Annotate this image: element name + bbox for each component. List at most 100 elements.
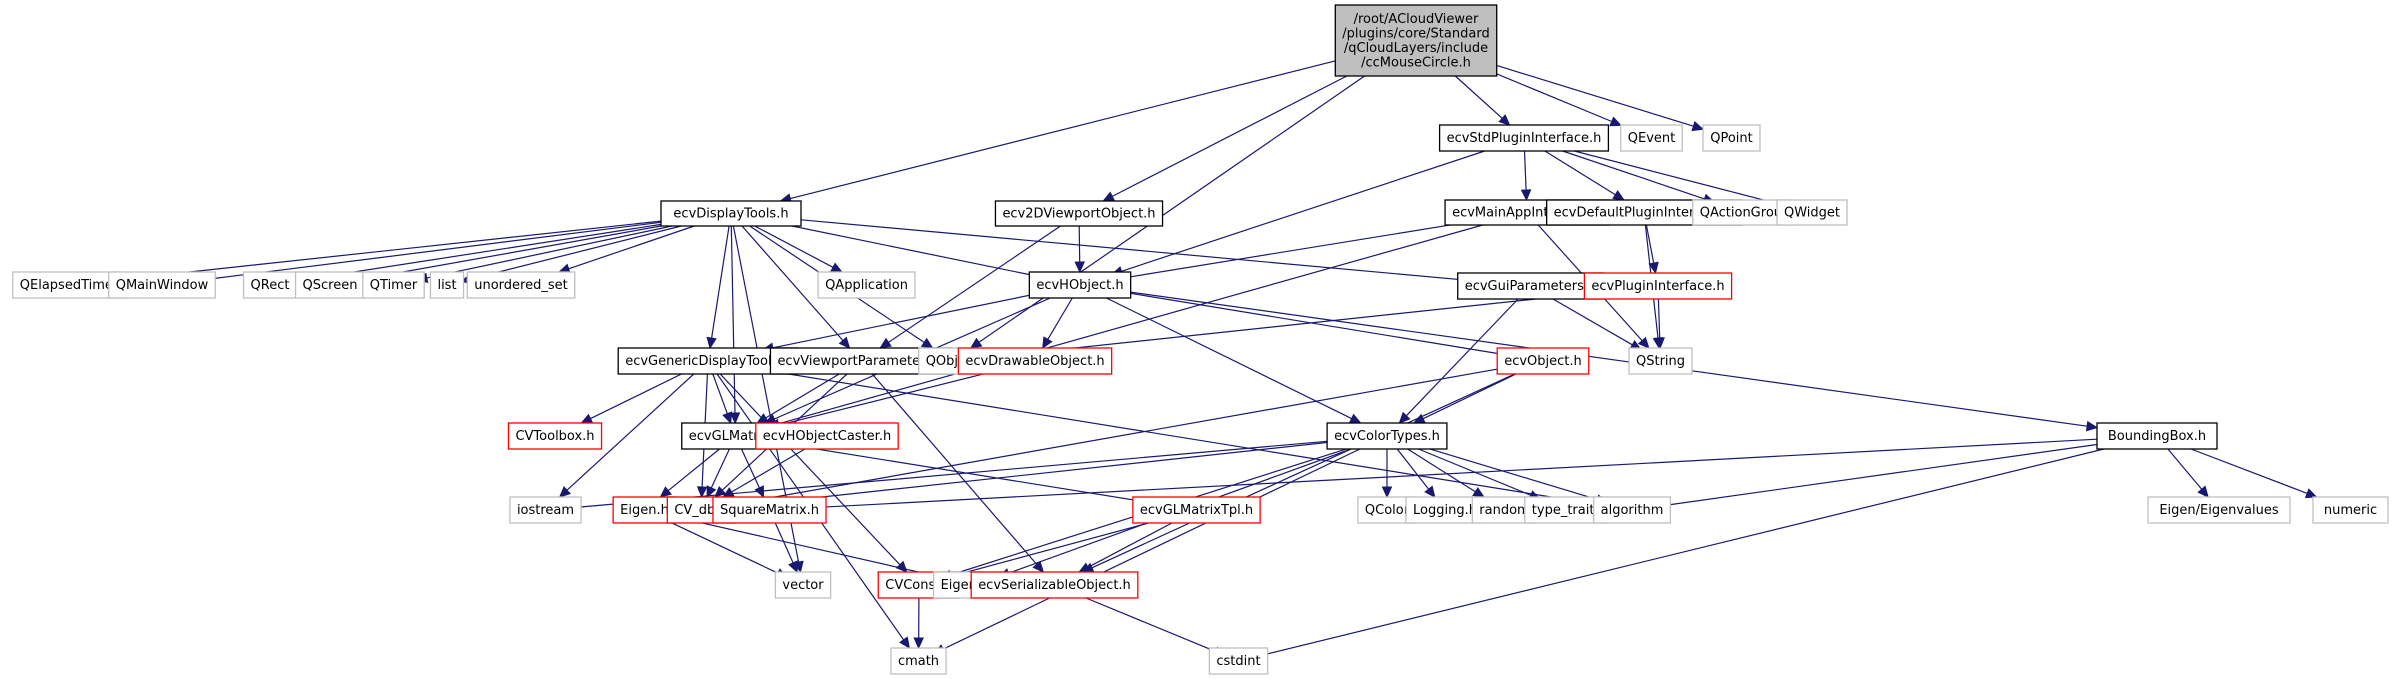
arrowhead-root-to-ecv2DViewportObject — [1102, 191, 1116, 202]
edge-root-to-ecvStdPluginInterface — [1454, 75, 1503, 119]
node-ecvDisplayTools[interactable]: ecvDisplayTools.h — [660, 200, 802, 227]
edge-ecvDisplayTools-to-ecvViewportParameters — [741, 225, 844, 341]
node-QScreen: QScreen — [294, 271, 366, 299]
edge-ecvDisplayTools-to-ecvGuiParameters — [800, 219, 1479, 282]
arrowhead-ecvColorTypes-to-random — [1472, 486, 1485, 498]
edge-root-to-ecv2DViewportObject — [1111, 75, 1348, 197]
node-QTimer: QTimer — [362, 271, 425, 299]
arrowhead-ecvGenericDisplayTools-to-CVConst — [895, 560, 908, 573]
node-box-QMainWindow — [108, 271, 216, 299]
node-ecvDrawableObject[interactable]: ecvDrawableObject.h — [957, 347, 1113, 375]
node-box-EigenEigenvalues — [2147, 496, 2291, 524]
arrowhead-ecvPluginInterface-to-QString — [1654, 337, 1665, 350]
arrowhead-ecvGenericDisplayTools-to-cmath — [899, 636, 911, 650]
node-ecvPluginInterface[interactable]: ecvPluginInterface.h — [1583, 272, 1733, 300]
edge-root-to-QPoint — [1488, 62, 1694, 127]
arrowhead-ecvGenericDisplayTools-to-CV_db — [696, 486, 708, 499]
arrowhead-ecvHObject-to-BoundingBox — [2085, 420, 2099, 432]
arrowhead-ecvMainAppInterface-to-QString — [1637, 336, 1650, 349]
node-label-iostream: iostream — [517, 503, 574, 518]
node-box-QTimer — [362, 271, 425, 299]
node-box-numeric — [2312, 496, 2389, 524]
arrowhead-ecvDisplayTools-to-ecvViewportParameters — [838, 336, 851, 349]
arrowhead-ecvHObject-to-ecvDrawableObject — [1042, 336, 1053, 350]
node-box-Logging — [1405, 496, 1485, 524]
node-label-QString: QString — [1636, 354, 1685, 369]
node-box-QScreen — [294, 271, 366, 299]
node-label-ecvViewportParameters: ecvViewportParameters.h — [777, 354, 944, 369]
node-label-ecvDisplayTools: ecvDisplayTools.h — [673, 207, 788, 222]
node-label-type_traits: type_traits — [1532, 503, 1602, 518]
arrowhead-ecvGuiParameters-to-ecvColorTypes — [1398, 411, 1411, 424]
node-ecvObject[interactable]: ecvObject.h — [1496, 347, 1590, 375]
node-QWidget: QWidget — [1776, 199, 1848, 226]
node-root[interactable]: /root/ACloudViewer/plugins/core/Standard… — [1334, 4, 1498, 77]
arrowhead-ecvColorTypes-to-QColor — [1381, 486, 1393, 499]
node-box-list — [429, 271, 465, 299]
edge-ecvDisplayTools-to-QApplication — [754, 225, 834, 268]
node-cmath: cmath — [890, 647, 947, 675]
node-box-SquareMatrix — [712, 496, 827, 524]
node-box-QElapsedTimer — [12, 271, 126, 299]
edge-ecvDisplayTools-to-QElapsedTimer — [118, 220, 662, 281]
edge-Eigen-to-vector — [664, 519, 779, 574]
edge-ecvGLMatrixTpl-to-CVConst — [950, 520, 1158, 577]
arrowhead-ecvGenericDisplayTools-to-CVToolbox — [580, 413, 594, 424]
node-ecvGenericDisplayTools[interactable]: ecvGenericDisplayTools.h — [617, 347, 799, 375]
node-label-QPoint: QPoint — [1710, 131, 1753, 146]
node-BoundingBox[interactable]: BoundingBox.h — [2096, 422, 2218, 450]
edge-BoundingBox-to-numeric — [2190, 448, 2308, 494]
edge-ecvColorTypes-to-random — [1407, 448, 1476, 493]
node-box-QString — [1628, 347, 1693, 375]
node-box-CVToolbox — [507, 422, 603, 450]
edge-ecvGuiParameters-to-ecvColorTypes — [1405, 298, 1519, 417]
node-unordered_set: unordered_set — [466, 271, 576, 299]
edge-ecvHObject-to-ecvDrawableObject — [1047, 297, 1073, 340]
node-label-EigenEigenvalues: Eigen/Eigenvalues — [2159, 503, 2279, 518]
node-box-QEvent — [1620, 124, 1683, 152]
node-Logging: Logging.h — [1405, 496, 1485, 524]
edge-ecvObject-to-ecvSerializableObject — [1091, 372, 1517, 569]
arrowhead-root-to-QObject — [969, 337, 983, 349]
node-label-QScreen: QScreen — [303, 278, 358, 293]
edge-ecvMainAppInterface-to-ecvGLMatrix — [778, 224, 1483, 425]
edge-ecvGLMatrix-to-Eigen — [667, 448, 720, 492]
node-box-ecvGuiParameters — [1457, 272, 1604, 300]
node-iostream: iostream — [509, 496, 582, 524]
edge-ecv2DViewportObject-to-ecvHObject — [1078, 225, 1081, 263]
edge-BoundingBox-to-EigenEigenvalues — [2167, 448, 2203, 490]
node-ecv2DViewportObject[interactable]: ecv2DViewportObject.h — [994, 200, 1164, 227]
node-label-root: /root/ACloudViewer — [1354, 12, 1479, 27]
edge-ecvDisplayTools-to-ecvGLMatrix — [730, 225, 736, 414]
arrowhead-BoundingBox-to-EigenEigenvalues — [2197, 485, 2209, 498]
node-box-QApplication — [817, 271, 916, 299]
node-ecvColorTypes[interactable]: ecvColorTypes.h — [1326, 422, 1448, 450]
node-ecvGuiParameters[interactable]: ecvGuiParameters.h — [1457, 272, 1604, 300]
node-ecvHObject[interactable]: ecvHObject.h — [1028, 271, 1132, 299]
node-label-SquareMatrix: SquareMatrix.h — [720, 503, 819, 518]
node-ecvHObjectCaster[interactable]: ecvHObjectCaster.h — [755, 422, 899, 450]
edge-ecvStdPluginInterface-to-QWidget — [1574, 150, 1781, 205]
node-QString: QString — [1628, 347, 1693, 375]
node-label-QElapsedTimer: QElapsedTimer — [20, 278, 119, 293]
node-SquareMatrix[interactable]: SquareMatrix.h — [712, 496, 827, 524]
node-box-ecv2DViewportObject — [994, 200, 1164, 227]
node-ecvGLMatrixTpl[interactable]: ecvGLMatrixTpl.h — [1132, 496, 1261, 524]
node-box-unordered_set — [466, 271, 576, 299]
node-QRect: QRect — [242, 271, 298, 299]
node-QMainWindow: QMainWindow — [108, 271, 216, 299]
node-label-ecvSerializableObject: ecvSerializableObject.h — [978, 578, 1131, 593]
node-label-QActionGroup: QActionGroup — [1700, 206, 1791, 221]
node-label-CVToolbox: CVToolbox.h — [515, 429, 594, 444]
node-numeric: numeric — [2312, 496, 2389, 524]
edge-ecvGLMatrixTpl-to-ecvSerializableObject — [1087, 522, 1173, 568]
node-ecvStdPluginInterface[interactable]: ecvStdPluginInterface.h — [1438, 124, 1610, 152]
node-CVToolbox[interactable]: CVToolbox.h — [507, 422, 603, 450]
edge-ecvViewportParameters-to-ecvGLMatrix — [765, 373, 840, 419]
edge-ecvGenericDisplayTools-to-CVToolbox — [590, 373, 682, 420]
node-list: list — [429, 271, 465, 299]
node-ecvSerializableObject[interactable]: ecvSerializableObject.h — [970, 571, 1139, 599]
node-Eigen[interactable]: Eigen.h — [612, 496, 677, 524]
node-label-QEvent: QEvent — [1628, 131, 1675, 146]
arrowhead-ecvDisplayTools-to-QApplication — [830, 262, 843, 273]
